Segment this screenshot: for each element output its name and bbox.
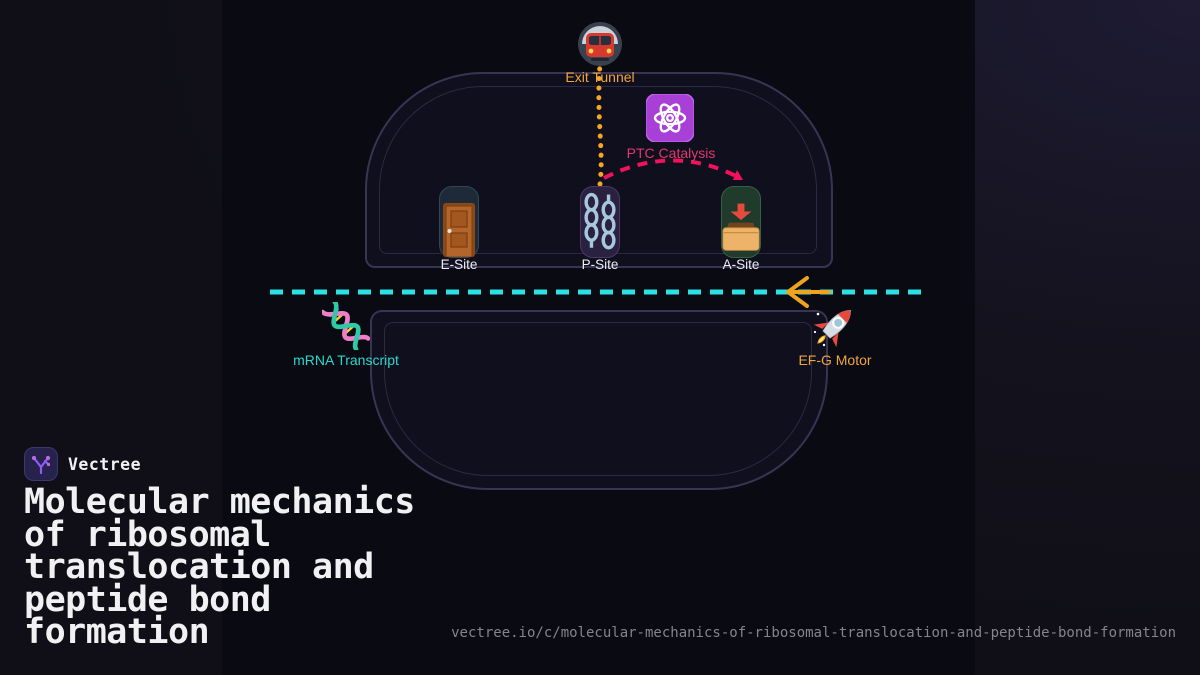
node-label-p-site[interactable]: P-Site [581, 257, 619, 272]
door-icon [443, 203, 475, 257]
course-url[interactable]: vectree.io/c/molecular-mechanics-of-ribo… [451, 625, 1176, 641]
metro-icon[interactable] [577, 21, 623, 67]
vectree-logo-icon[interactable] [24, 447, 58, 481]
brand-name[interactable]: Vectree [68, 454, 142, 474]
node-label-a-site[interactable]: A-Site [722, 257, 760, 272]
p-site-to-exit-tunnel-line [596, 61, 604, 187]
node-label-exit-tunnel[interactable]: Exit Tunnel [565, 69, 635, 85]
a-site-slot[interactable] [721, 186, 761, 258]
node-label-e-site[interactable]: E-Site [440, 257, 478, 272]
node-label-ptc-catalysis[interactable]: PTC Catalysis [626, 145, 716, 161]
course-title: Molecular mechanics of ribosomal translo… [24, 482, 415, 652]
rocket-icon[interactable] [811, 302, 859, 350]
node-label-mrna-transcript[interactable]: mRNA Transcript [293, 352, 399, 368]
p-site-slot[interactable] [580, 186, 620, 258]
atom-icon[interactable] [646, 94, 694, 142]
node-label-efg-motor[interactable]: EF-G Motor [798, 352, 872, 368]
dna-icon[interactable] [322, 302, 370, 350]
e-site-slot[interactable] [439, 186, 479, 258]
inbox-icon [722, 203, 760, 251]
p-site-to-a-site-arrowhead [733, 170, 743, 180]
translocation-arrow [786, 276, 831, 308]
p-site-to-a-site-line [603, 158, 737, 180]
chains-icon [584, 192, 616, 250]
